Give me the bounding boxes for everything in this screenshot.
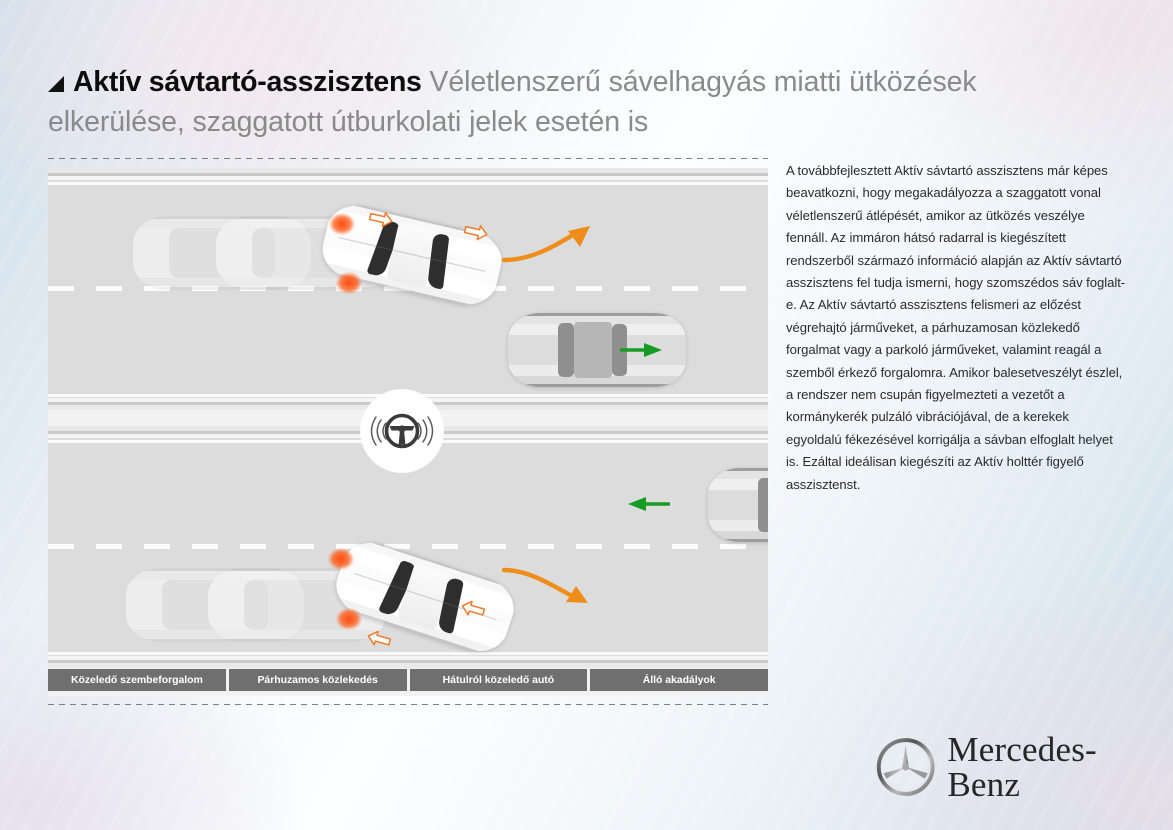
mercedes-star-icon (876, 738, 935, 796)
ghost-car-body (162, 580, 268, 630)
lane-marking-lower (48, 544, 768, 549)
direction-arrow-left-icon (626, 494, 670, 514)
ghost-car (133, 216, 311, 290)
brake-glow-icon (336, 272, 362, 294)
description-paragraph: A továbbfejlesztett Aktív sávtartó asszi… (786, 163, 1126, 492)
legend-item-oncoming-traffic[interactable]: Közeledő szembeforgalom (48, 669, 226, 691)
steering-wheel-vibration-badge (361, 390, 443, 472)
traffic-car-front-glass (558, 323, 574, 377)
page-title-light: Véletlenszerű sávelhagyás miatti ütközés… (48, 66, 977, 138)
brand-logo: Mercedes-Benz (876, 726, 1121, 808)
page-title-strong: Aktív sávtartó-asszisztens (73, 66, 422, 98)
course-correction-arrow-icon (500, 220, 610, 268)
brand-name: Mercedes-Benz (947, 730, 1097, 804)
brake-force-arrow-icon (461, 220, 490, 243)
legend-bar: Közeledő szembeforgalom Párhuzamos közle… (48, 669, 768, 691)
traffic-car-front-glass (758, 478, 768, 532)
edge-line-upper-top (48, 182, 768, 185)
steering-wheel-vibration-icon (370, 413, 434, 449)
brake-glow-icon (328, 548, 354, 570)
traffic-car-lower (708, 468, 768, 542)
ghost-car (126, 568, 304, 642)
divider-top (48, 158, 768, 159)
brake-force-arrow-icon (364, 627, 394, 651)
brake-force-arrow-icon (366, 207, 395, 230)
legend-item-parallel-traffic[interactable]: Párhuzamos közlekedés (228, 669, 407, 691)
direction-arrow-right-icon (620, 340, 664, 360)
legend-item-stationary-obstacles[interactable]: Álló akadályok (590, 669, 768, 691)
ghost-car-body (244, 580, 350, 630)
ghost-car-body (169, 228, 275, 278)
edge-line-lower-bottom (48, 652, 768, 655)
brake-glow-icon (329, 213, 355, 235)
page-title: Aktív sávtartó-asszisztens Véletlenszerű… (48, 62, 1078, 142)
triangle-bullet-icon (48, 76, 64, 92)
course-correction-arrow-icon (500, 558, 610, 606)
divider-bottom (48, 704, 768, 705)
brake-force-arrow-icon (458, 597, 488, 621)
legend-item-approaching-from-behind[interactable]: Hátulról közeledő autó (409, 669, 588, 691)
traffic-car-roof (574, 322, 612, 378)
brake-glow-icon (336, 608, 362, 630)
